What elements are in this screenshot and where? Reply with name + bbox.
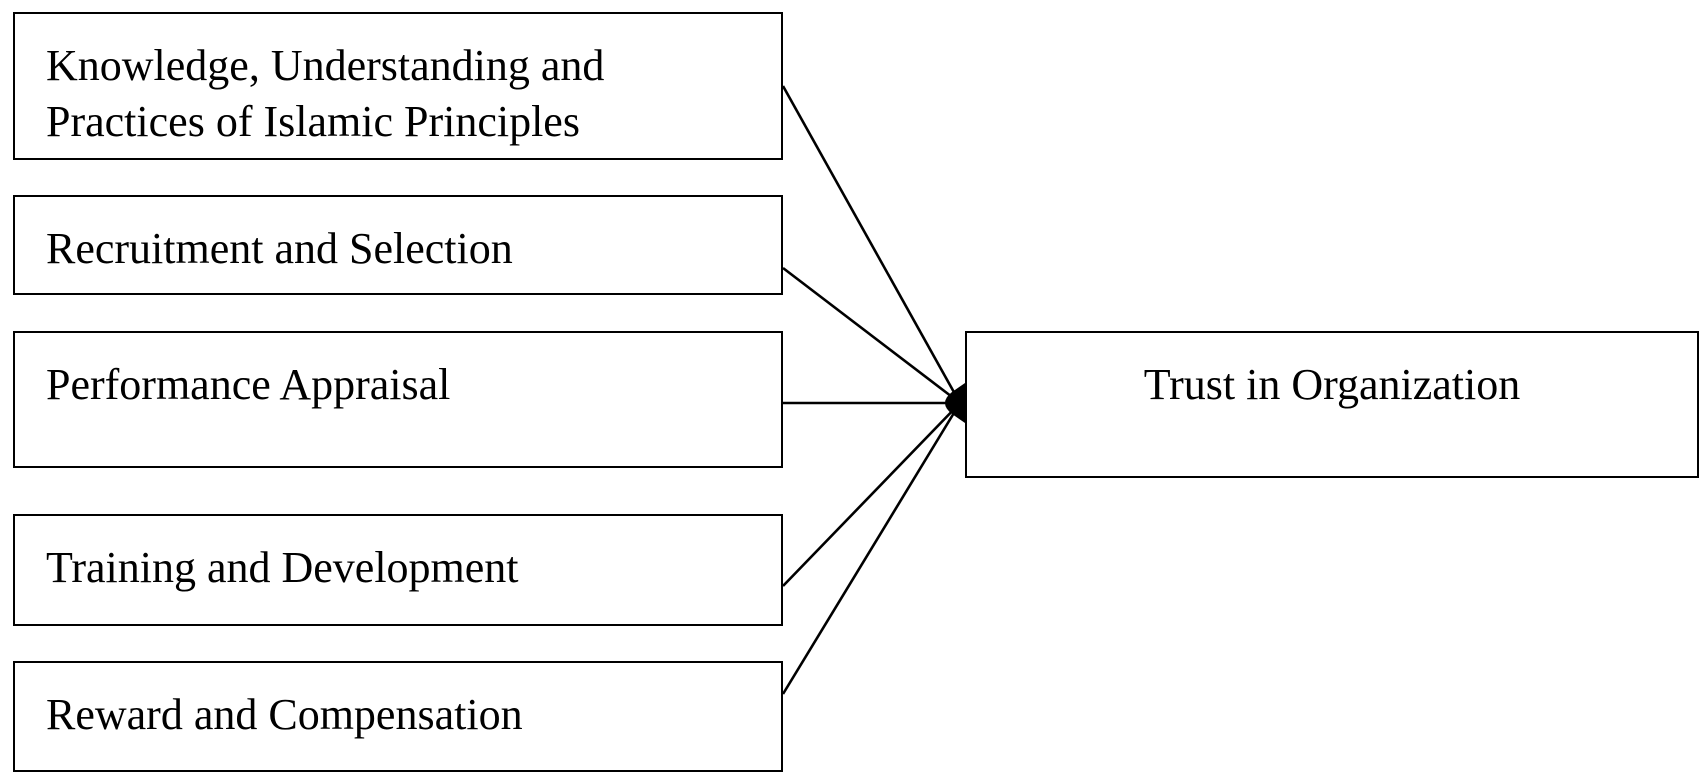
predictor-box-performance: Performance Appraisal	[13, 331, 783, 468]
arrowhead	[945, 383, 965, 423]
predictor-label-recruitment: Recruitment and Selection	[46, 224, 513, 273]
predictor-box-knowledge: Knowledge, Understanding and Practices o…	[13, 12, 783, 160]
predictor-box-recruitment: Recruitment and Selection	[13, 195, 783, 295]
predictor-label-reward: Reward and Compensation	[46, 690, 523, 739]
outcome-label-trust: Trust in Organization	[1143, 360, 1521, 409]
predictor-label-knowledge: Knowledge, Understanding and Practices o…	[46, 41, 605, 146]
connector-knowledge	[781, 85, 962, 404]
predictor-label-performance: Performance Appraisal	[46, 360, 451, 409]
outcome-box-trust: Trust in Organization	[965, 331, 1699, 478]
predictor-box-training: Training and Development	[13, 514, 783, 626]
predictor-box-reward: Reward and Compensation	[13, 661, 783, 772]
predictor-label-training: Training and Development	[46, 543, 519, 592]
connector-training	[782, 402, 961, 587]
connector-reward	[781, 402, 962, 695]
connector-recruitment	[782, 266, 961, 405]
